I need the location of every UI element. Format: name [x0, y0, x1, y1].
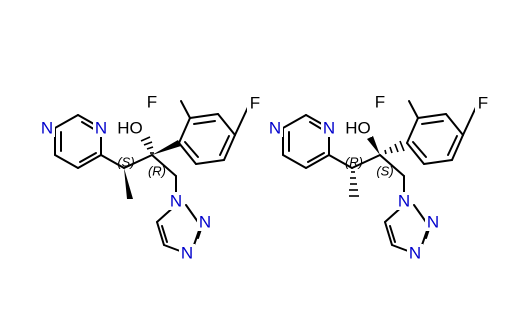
pyrimidine-ring — [282, 114, 330, 169]
pyrimidine-n1-label: N — [269, 119, 281, 138]
triazole-n4-label: N — [181, 244, 193, 263]
difluorophenyl-ring — [178, 100, 250, 165]
aryl-hashed-bond — [384, 140, 405, 155]
triazole-n4-label: N — [409, 244, 421, 263]
stereo-descriptor-c2: (S) — [376, 164, 393, 179]
stereo-descriptor-c3: (R) — [345, 155, 363, 170]
stereo-descriptor-c3: (S) — [117, 155, 134, 170]
fluorine-label-para: F — [250, 94, 260, 113]
pyrimidine-n3-label: N — [95, 119, 107, 138]
difluorophenyl-ring — [406, 100, 478, 165]
methyl-wedge-bond — [124, 168, 133, 199]
triazole-n2-label: N — [199, 213, 211, 232]
hydroxyl-wedge-bond — [367, 136, 380, 155]
stereo-descriptor-c2: (R) — [148, 164, 166, 179]
fluorine-label-ortho: F — [147, 93, 157, 112]
pyrimidine-n3-label: N — [323, 119, 335, 138]
aryl-wedge-bond — [152, 140, 181, 155]
methyl-hashed-bond — [349, 171, 359, 197]
hydroxyl-label: HO — [345, 119, 371, 138]
fluorine-label-para: F — [478, 94, 488, 113]
triazole-n1-label: N — [170, 192, 182, 211]
triazole-n2-label: N — [427, 213, 439, 232]
molecule-left: F F HO N N N N N (S) (R) — [39, 93, 263, 263]
fluorine-label-ortho: F — [375, 93, 385, 112]
triazole-n1-label: N — [398, 192, 410, 211]
hydroxyl-label: HO — [117, 119, 143, 138]
hydroxyl-hashed-bond — [140, 136, 154, 154]
molecule-right: F F HO N N N N N (R) (S) — [267, 93, 491, 263]
pyrimidine-n1-label: N — [41, 119, 53, 138]
